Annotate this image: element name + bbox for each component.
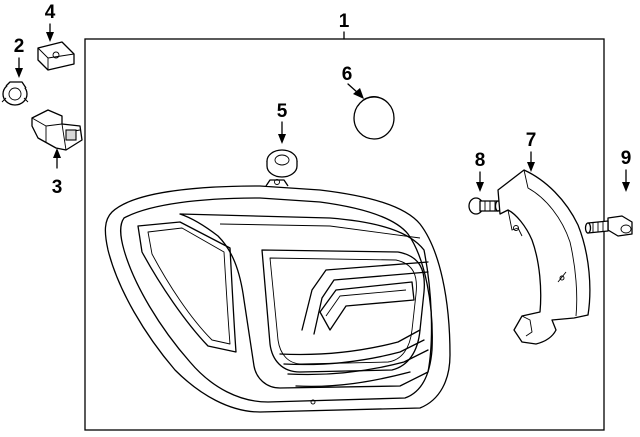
leader-arrow-6 [353,88,364,99]
callout-label-5[interactable]: 5 [277,101,288,122]
leader-arrow-7 [527,162,535,172]
callout-label-6[interactable]: 6 [342,64,353,85]
leader-arrow-2 [15,68,23,78]
leader-arrow-4 [46,32,54,42]
callout-label-2[interactable]: 2 [14,36,25,57]
callout-label-1[interactable]: 1 [339,11,350,32]
leader-arrow-5 [278,134,286,144]
callout-label-7[interactable]: 7 [526,130,537,151]
callout-label-9[interactable]: 9 [621,148,632,169]
part-1-lamp-assembly[interactable] [104,179,451,413]
callout-label-4[interactable]: 4 [45,2,56,23]
part-6-cap[interactable] [353,96,395,140]
part-8-screw[interactable] [468,197,502,215]
part-5-grommet[interactable] [266,149,298,178]
callout-label-3[interactable]: 3 [52,177,63,198]
part-3-clip[interactable] [31,109,83,151]
leader-arrow-9 [622,182,630,192]
part-9-bolt[interactable] [584,215,633,237]
leader-arrow-8 [476,182,484,192]
part-7-bracket[interactable] [497,169,591,345]
part-4-clip[interactable] [37,41,75,71]
callout-label-8[interactable]: 8 [475,150,486,171]
leader-arrow-3 [53,148,61,158]
part-2-retainer[interactable] [1,81,29,106]
